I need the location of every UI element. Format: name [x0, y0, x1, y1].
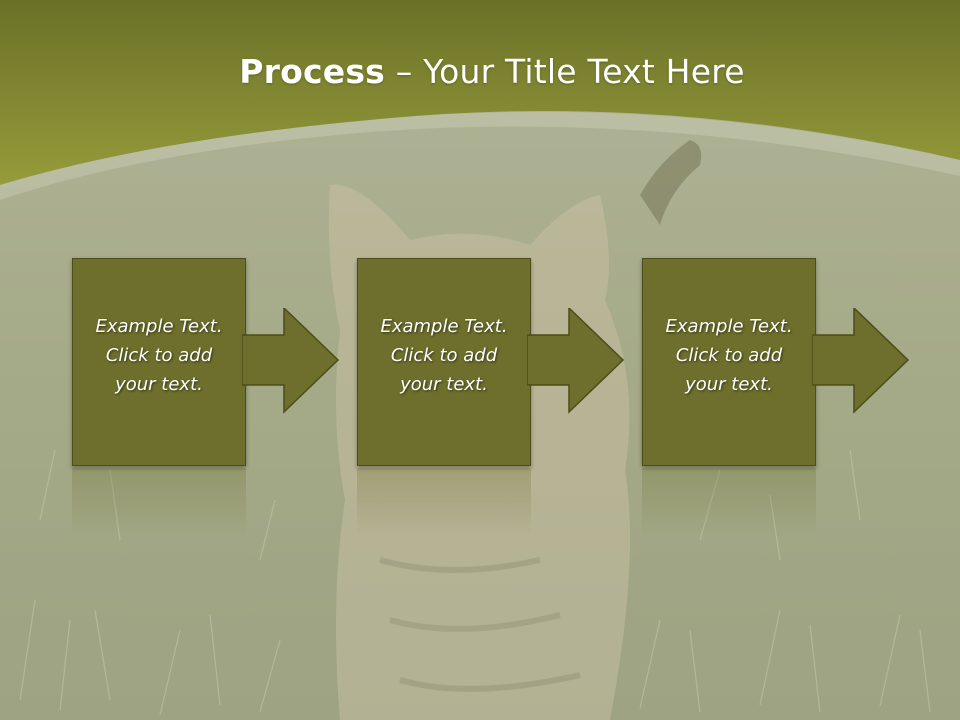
box-line-2: Click to add — [105, 344, 213, 366]
box-line-2: Click to add — [390, 344, 498, 366]
box-reflection — [642, 468, 816, 538]
box-text: Example Text. Click to add your text. — [654, 312, 804, 399]
title-rest: – Your Title Text Here — [385, 52, 745, 91]
box-text: Example Text. Click to add your text. — [369, 312, 519, 399]
right-arrow-1 — [242, 308, 340, 414]
box-line-1: Example Text. — [380, 315, 508, 337]
process-box-3[interactable]: Example Text. Click to add your text. — [642, 258, 816, 466]
right-arrow-3 — [812, 308, 910, 414]
right-arrow-2 — [527, 308, 625, 414]
box-line-2: Click to add — [675, 344, 783, 366]
box-reflection — [72, 468, 246, 538]
box-reflection — [357, 468, 531, 538]
process-box-1[interactable]: Example Text. Click to add your text. — [72, 258, 246, 466]
box-line-1: Example Text. — [95, 315, 223, 337]
title-bold: Process — [239, 52, 386, 91]
process-box-2[interactable]: Example Text. Click to add your text. — [357, 258, 531, 466]
box-text: Example Text. Click to add your text. — [84, 312, 234, 399]
box-line-3: your text. — [685, 373, 773, 395]
box-line-3: your text. — [115, 373, 203, 395]
box-line-3: your text. — [400, 373, 488, 395]
slide-title[interactable]: Process – Your Title Text Here — [0, 52, 960, 91]
box-line-1: Example Text. — [665, 315, 793, 337]
